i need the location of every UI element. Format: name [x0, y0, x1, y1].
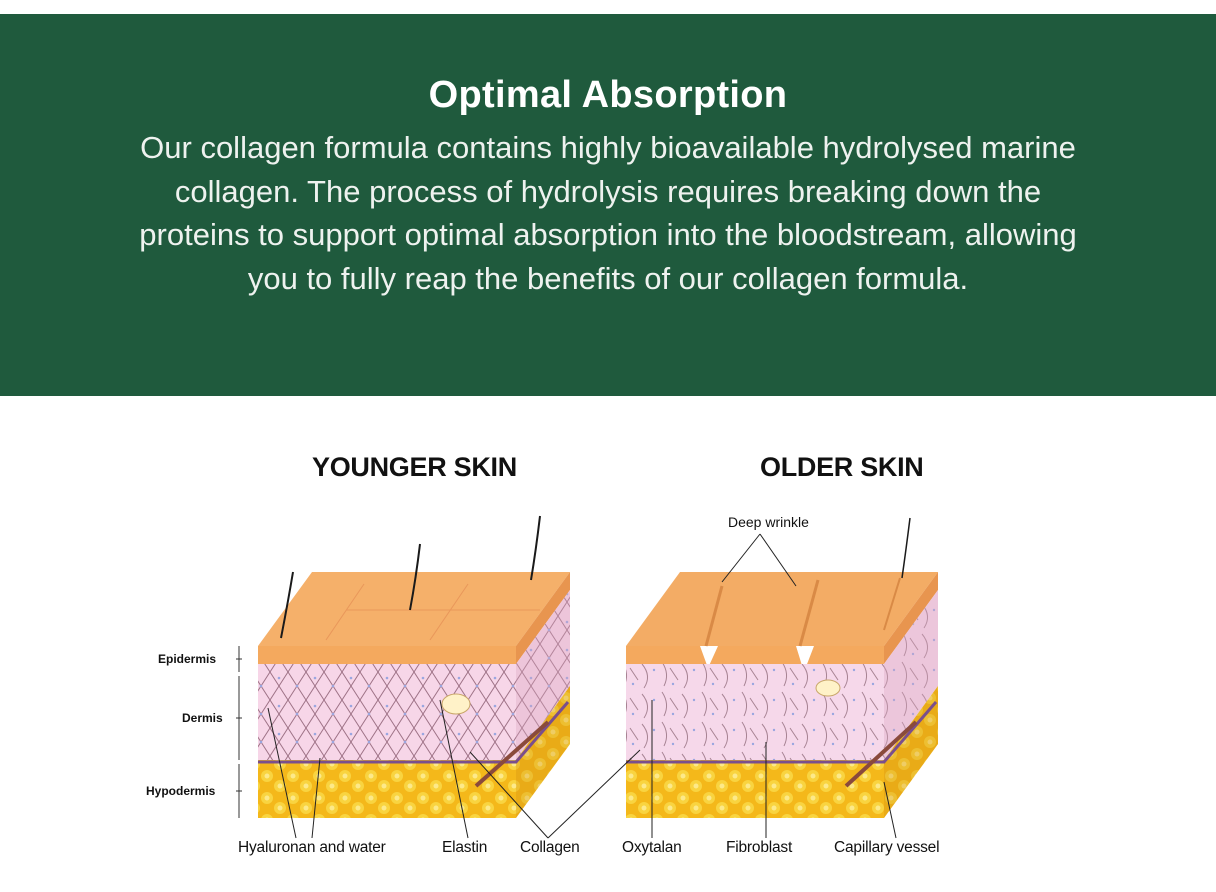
banner-description: Our collagen formula contains highly bio… [139, 130, 1077, 296]
epidermis-label: Epidermis [158, 652, 217, 666]
hypodermis-label: Hypodermis [146, 784, 216, 798]
capillary-vessel-label: Capillary vessel [834, 839, 940, 856]
deep-wrinkle-label: Deep wrinkle [728, 514, 809, 530]
hyaluronan-label: Hyaluronan and water [238, 839, 386, 856]
hero-banner [0, 14, 1216, 396]
older-skin-block [626, 517, 938, 818]
label-leader-lines [267, 533, 897, 839]
banner-title: Optimal Absorption [428, 74, 788, 116]
oxytalan-label: Oxytalan [622, 839, 682, 856]
layer-brackets [236, 646, 242, 818]
older-skin-title: OLDER SKIN [760, 452, 924, 482]
collagen-label: Collagen [520, 839, 580, 856]
dermis-label: Dermis [182, 711, 223, 725]
younger-skin-block [258, 515, 570, 818]
younger-skin-title: YOUNGER SKIN [312, 452, 517, 482]
elastin-label: Elastin [442, 839, 488, 856]
fibroblast-label: Fibroblast [726, 839, 793, 856]
